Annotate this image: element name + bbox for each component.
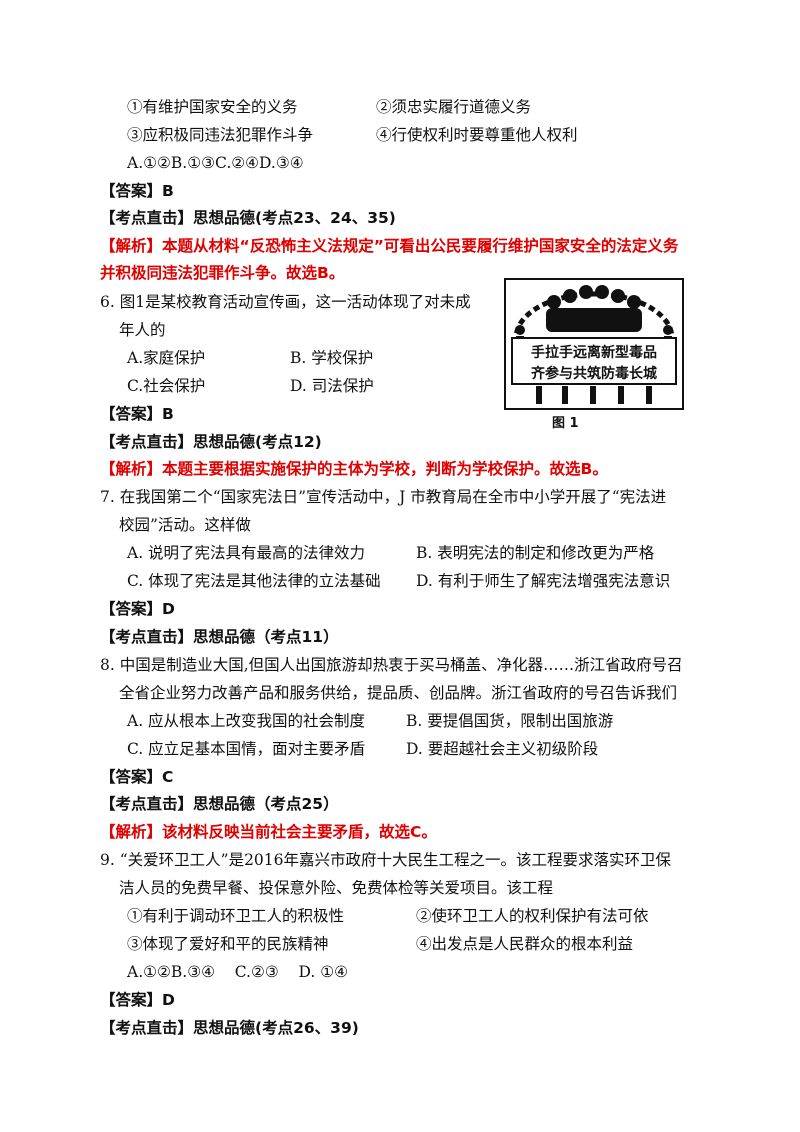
q8-answer: 【答案】C bbox=[100, 766, 173, 788]
kaodian-label: 【考点直击】 bbox=[100, 795, 194, 813]
q9-choices: A.①②B.③④ C.②③ D. ①④ bbox=[127, 963, 348, 981]
q9-kaodian: 【考点直击】思想品德(考点26、39) bbox=[100, 1017, 359, 1039]
q9-stem-line1: 9. “关爱环卫工人”是2016年嘉兴市政府十大民生工程之一。该工程要求落实环卫… bbox=[100, 851, 672, 869]
kaodian-label: 【考点直击】 bbox=[100, 628, 194, 646]
q9-option-2: ②使环卫工人的权利保护有法可依 bbox=[416, 907, 649, 925]
q9-stem-line2: 洁人员的免费早餐、投保意外险、免费体检等关爱项目。该工程 bbox=[119, 879, 554, 897]
q7-option-c: C. 体现了宪法是其他法律的立法基础 bbox=[127, 572, 381, 590]
answer-label: 【答案】 bbox=[100, 600, 163, 618]
q7-stem-line2: 校园”活动。这样做 bbox=[119, 516, 251, 534]
q6-kaodian: 【考点直击】思想品德(考点12) bbox=[100, 431, 322, 453]
q9-option-1: ①有利于调动环卫工人的积极性 bbox=[127, 907, 345, 925]
poster-slogan-2: 齐参与共筑防毒长城 bbox=[531, 365, 657, 382]
q8-option-a: A. 应从根本上改变我国的社会制度 bbox=[127, 712, 366, 730]
answer-value: C bbox=[162, 768, 174, 786]
q5-option-2: ②须忠实履行道德义务 bbox=[376, 98, 532, 116]
answer-label: 【答案】 bbox=[100, 991, 163, 1009]
answer-label: 【答案】 bbox=[100, 182, 163, 200]
q7-option-d: D. 有利于师生了解宪法增强宪法意识 bbox=[416, 572, 671, 590]
q5-option-3: ③应积极同违法犯罪作斗争 bbox=[127, 126, 314, 144]
q5-option-1: ①有维护国家安全的义务 bbox=[127, 98, 298, 116]
q8-stem-line1: 8. 中国是制造业大国,但国人出国旅游却热衷于买马桶盖、净化器……浙江省政府号召 bbox=[100, 656, 683, 674]
kaodian-label: 【考点直击】 bbox=[100, 1019, 194, 1037]
q9-option-4: ④出发点是人民群众的根本利益 bbox=[416, 935, 634, 953]
q9-answer: 【答案】D bbox=[100, 989, 175, 1011]
q9-option-3: ③体现了爱好和平的民族精神 bbox=[127, 935, 329, 953]
kaodian-value: 思想品德（考点11） bbox=[193, 628, 339, 646]
q7-stem-line1: 7. 在我国第二个“国家宪法日”宣传活动中，J 市教育局在全市中小学开展了“宪法… bbox=[100, 488, 667, 506]
q8-stem-line2: 全省企业努力改善产品和服务供给，提品质、创品牌。浙江省政府的号召告诉我们 bbox=[119, 684, 678, 702]
kaodian-value: 思想品德(考点12) bbox=[193, 433, 322, 451]
kaodian-value: 思想品德(考点23、24、35) bbox=[193, 209, 396, 227]
q5-option-4: ④行使权利时要尊重他人权利 bbox=[376, 126, 578, 144]
figure-caption: 图 1 bbox=[552, 416, 579, 431]
q5-answer: 【答案】B bbox=[100, 180, 174, 202]
q5-explanation-line2: 并积极同违法犯罪作斗争。故选B。 bbox=[100, 264, 345, 282]
q5-choices: A.①②B.①③C.②④D.③④ bbox=[127, 154, 304, 172]
q8-option-b: B. 要提倡国货，限制出国旅游 bbox=[406, 712, 614, 730]
q7-kaodian: 【考点直击】思想品德（考点11） bbox=[100, 626, 339, 648]
poster-illustration: 手拉手远离新型毒品 齐参与共筑防毒长城 bbox=[506, 280, 682, 408]
q6-explanation: 【解析】本题主要根据实施保护的主体为学校，判断为学校保护。故选B。 bbox=[100, 460, 608, 478]
q6-option-a: A.家庭保护 bbox=[127, 349, 206, 367]
answer-value: B bbox=[162, 182, 174, 200]
kaodian-label: 【考点直击】 bbox=[100, 209, 194, 227]
kaodian-value: 思想品德（考点25） bbox=[193, 795, 339, 813]
q5-explanation-line1: 【解析】本题从材料“反恐怖主义法规定”可看出公民要履行维护国家安全的法定义务 bbox=[100, 237, 679, 255]
kaodian-value: 思想品德(考点26、39) bbox=[193, 1019, 359, 1037]
q6-answer: 【答案】B bbox=[100, 403, 174, 425]
q8-kaodian: 【考点直击】思想品德（考点25） bbox=[100, 793, 339, 815]
q7-answer: 【答案】D bbox=[100, 598, 175, 620]
q7-option-b: B. 表明宪法的制定和修改更为严格 bbox=[416, 544, 655, 562]
kaodian-label: 【考点直击】 bbox=[100, 433, 194, 451]
q6-stem-line2: 年人的 bbox=[119, 321, 166, 339]
q8-option-d: D. 要超越社会主义初级阶段 bbox=[406, 740, 599, 758]
q6-option-b: B. 学校保护 bbox=[290, 349, 374, 367]
answer-label: 【答案】 bbox=[100, 768, 163, 786]
answer-label: 【答案】 bbox=[100, 405, 163, 423]
answer-value: D bbox=[162, 991, 175, 1009]
answer-value: B bbox=[162, 405, 174, 423]
q6-option-d: D. 司法保护 bbox=[290, 377, 374, 395]
q6-stem-line1: 6. 图1是某校教育活动宣传画，这一活动体现了对未成 bbox=[100, 293, 471, 311]
poster-slogan-1: 手拉手远离新型毒品 bbox=[531, 344, 657, 361]
q8-option-c: C. 应立足基本国情，面对主要矛盾 bbox=[127, 740, 366, 758]
q5-kaodian: 【考点直击】思想品德(考点23、24、35) bbox=[100, 207, 396, 229]
q8-explanation: 【解析】该材料反映当前社会主要矛盾，故选C。 bbox=[100, 823, 437, 841]
poster-figure: 手拉手远离新型毒品 齐参与共筑防毒长城 bbox=[504, 278, 684, 410]
q6-option-c: C.社会保护 bbox=[127, 377, 206, 395]
answer-value: D bbox=[162, 600, 175, 618]
q7-option-a: A. 说明了宪法具有最高的法律效力 bbox=[127, 544, 366, 562]
